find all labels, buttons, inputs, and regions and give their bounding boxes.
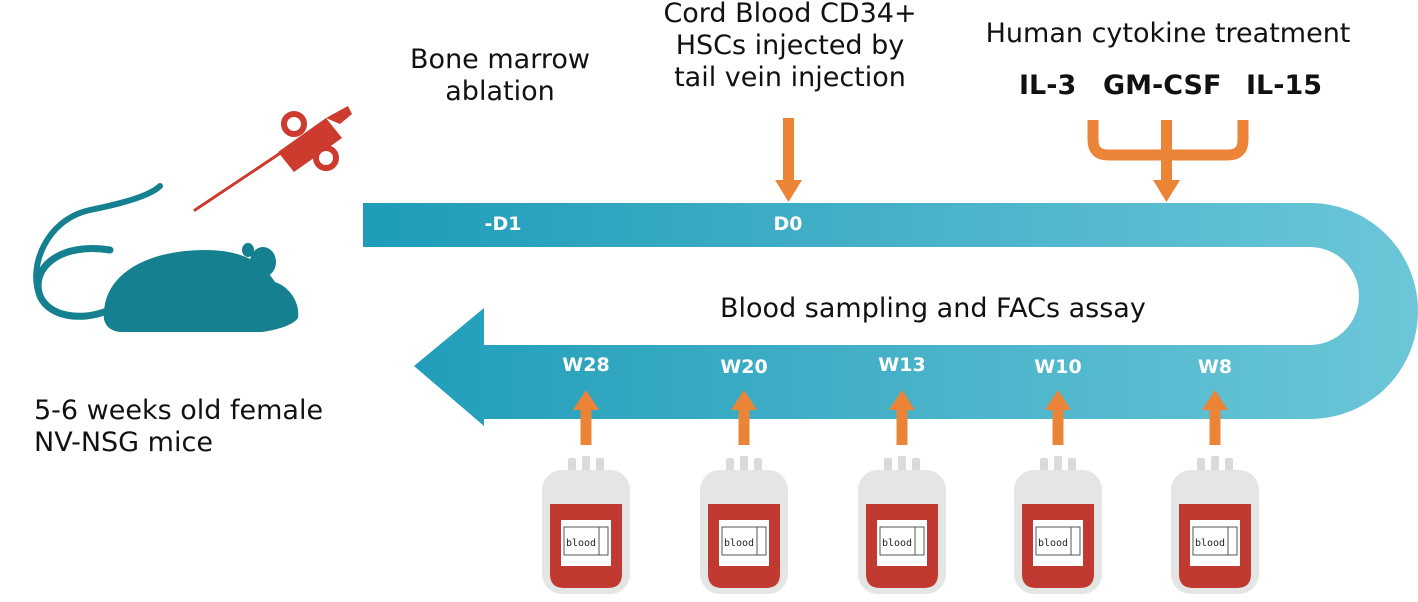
sample-arrow	[1202, 390, 1228, 445]
hsc-line-1: Cord Blood CD34+	[663, 0, 917, 29]
bag-label: blood	[724, 538, 754, 549]
timeline-label-d0: D0	[773, 213, 803, 235]
timeline-label-d-1: -D1	[484, 213, 522, 235]
bag-label: blood	[566, 538, 596, 549]
bag-label: blood	[882, 538, 912, 549]
blood-bag-icon: blood	[542, 456, 630, 594]
hsc-line-2: HSCs injected by	[675, 30, 905, 61]
ablation-line-2: ablation	[445, 76, 555, 107]
mouse-caption-line-2: NV-NSG mice	[34, 427, 213, 458]
syringe-icon	[193, 106, 352, 212]
timeline-label-w10: W10	[1034, 356, 1082, 378]
mouse-caption: 5-6 weeks old female NV-NSG mice	[34, 395, 323, 459]
blood-bag-icon: blood	[1171, 456, 1259, 594]
cytokine-il15: IL-15	[1246, 70, 1323, 101]
sample-arrow	[573, 390, 599, 445]
ablation-line-1: Bone marrow	[410, 44, 590, 75]
sample-arrow	[889, 390, 915, 445]
timeline-label-w20: W20	[720, 356, 768, 378]
hsc-line-3: tail vein injection	[674, 62, 906, 93]
mouse-caption-line-1: 5-6 weeks old female	[34, 395, 324, 426]
cytokine-gmcsf: GM-CSF	[1103, 70, 1222, 101]
hsc-injection-arrow	[775, 118, 802, 202]
blood-bag-icon: blood	[858, 456, 946, 594]
timeline-label-w13: W13	[878, 354, 926, 376]
timeline-label-w8: W8	[1197, 356, 1233, 378]
cytokine-arrow	[1087, 120, 1249, 202]
cytokine-il3: IL-3	[1019, 70, 1077, 101]
timeline-label-w28: W28	[562, 354, 610, 376]
mouse-icon	[33, 183, 299, 332]
blood-sampling-label: Blood sampling and FACs assay	[720, 293, 1146, 324]
blood-bag-icon: blood	[1014, 456, 1102, 594]
sample-arrow	[731, 390, 757, 445]
timeline-band	[363, 203, 1418, 426]
ablation-label: Bone marrow ablation	[390, 44, 610, 108]
bag-label: blood	[1195, 538, 1225, 549]
cytokine-title: Human cytokine treatment	[985, 18, 1351, 49]
hsc-injection-label: Cord Blood CD34+ HSCs injected by tail v…	[650, 0, 930, 94]
sample-arrow	[1045, 390, 1071, 445]
bag-label: blood	[1038, 538, 1068, 549]
blood-bag-icon: blood	[700, 456, 788, 594]
